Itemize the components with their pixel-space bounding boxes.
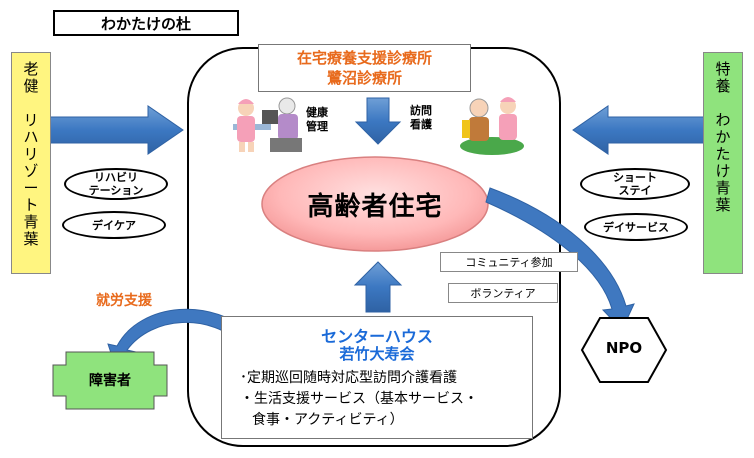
volunteer-label: ボランティア: [448, 283, 558, 303]
rehab-label: リハビリ テーション: [64, 168, 168, 200]
clinic-name-line2: 鷺沼診療所: [326, 69, 402, 87]
day-service-label: デイサービス: [584, 213, 688, 241]
right_facility-char: け: [715, 162, 731, 180]
disabled-label: 障害者: [89, 373, 131, 389]
core-ellipse: [261, 156, 489, 252]
left-inbound-arrow: [49, 105, 184, 155]
left_facility-char: ゾ: [23, 162, 39, 180]
right_facility-char: 養: [715, 77, 731, 95]
left_facility-char: 青: [23, 213, 39, 231]
right_facility-char: 青: [715, 179, 731, 197]
left_facility-char: リ: [23, 145, 39, 163]
clinic-name-line1: 在宅療養支援診療所: [296, 49, 432, 67]
npo-label: NPO: [605, 339, 643, 357]
right_facility-char: [721, 95, 726, 112]
right_facility-char: 葉: [715, 196, 731, 214]
right_facility-char: 特: [715, 60, 731, 78]
center-house-item: 食事・アクティビティ）: [252, 412, 404, 428]
center-house-title: センターハウス: [321, 327, 433, 346]
right_facility-char: わ: [715, 111, 731, 129]
center-house-item: ･定期巡回随時対応型訪問介護看護: [240, 370, 457, 386]
community-label: コミュニティ参加: [440, 252, 578, 272]
right_facility-char: か: [715, 128, 731, 146]
daycare-label: デイケア: [62, 211, 166, 239]
left_facility-char: リ: [23, 111, 39, 129]
center-house-org: 若竹大寿会: [339, 345, 415, 363]
health-management-label: 健康 管理: [306, 106, 328, 133]
core-label: 高齢者住宅: [307, 192, 443, 222]
nurse-patient-icon: [233, 97, 302, 152]
clinic-box: 在宅療養支援診療所 鷺沼診療所: [258, 44, 471, 92]
left_facility-char: 老: [23, 60, 39, 78]
center-house-item: ・生活支援サービス（基本サービス・: [240, 391, 478, 407]
right-inbound-arrow: [572, 105, 706, 155]
left_facility-char: ハ: [23, 128, 39, 146]
npo-hexagon: [580, 317, 668, 383]
center-house-box: センターハウス 若竹大寿会 ･定期巡回随時対応型訪問介護看護 ・生活支援サービス…: [221, 316, 533, 439]
left_facility-char: ト: [23, 196, 39, 214]
short-stay-label: ショート ステイ: [580, 168, 690, 200]
up-arrow: [353, 261, 403, 313]
left-facility-label: 老健 リハリゾート青葉: [11, 52, 51, 274]
left_facility-char: 健: [23, 77, 39, 95]
home-nursing-label: 訪問 看護: [410, 104, 432, 131]
left_facility-char: 葉: [23, 230, 39, 248]
right-facility-label: 特養 わかたけ青葉: [703, 52, 743, 274]
page-title: わかたけの杜: [53, 10, 239, 36]
employment-support-label: 就労支援: [96, 293, 152, 309]
elderly-nurse-icon: [460, 97, 524, 155]
disabled-cross: [52, 351, 168, 410]
left_facility-char: [29, 95, 34, 112]
left_facility-char: ー: [23, 179, 39, 197]
right_facility-char: た: [715, 145, 731, 163]
down-arrow: [354, 97, 402, 145]
